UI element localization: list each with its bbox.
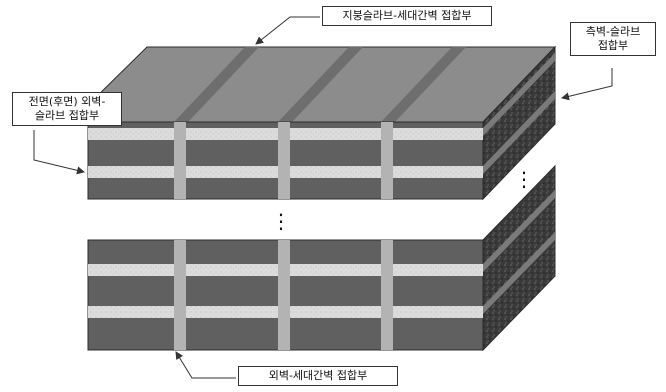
ellipsis-side: ⋮ bbox=[514, 167, 534, 191]
party-wall bbox=[174, 240, 186, 350]
leader-side-wall-slab bbox=[561, 68, 613, 101]
party-wall bbox=[278, 122, 290, 199]
label-roof-party-wall-text: 지붕슬라브-세대간벽 접합부 bbox=[342, 9, 472, 22]
label-side-wall-slab-line2: 접합부 bbox=[597, 39, 629, 52]
label-front-wall-slab: 전면(후면) 외벽- 슬라브 접합부 bbox=[12, 92, 122, 126]
lower-block bbox=[87, 164, 556, 352]
party-wall bbox=[381, 240, 393, 350]
label-front-wall-slab-line2: 슬라브 접합부 bbox=[34, 109, 100, 122]
party-wall bbox=[278, 240, 290, 350]
party-wall bbox=[174, 122, 186, 199]
side-slab-band bbox=[483, 53, 555, 136]
label-side-wall-slab: 측벽-슬라브 접합부 bbox=[570, 22, 656, 56]
label-roof-party-wall: 지붕슬라브-세대간벽 접합부 bbox=[322, 6, 492, 26]
label-side-wall-slab-line1: 측벽-슬라브 bbox=[585, 25, 641, 38]
leader-front-wall-slab bbox=[33, 130, 85, 175]
label-front-wall-slab-line1: 전면(후면) 외벽- bbox=[28, 95, 106, 108]
roof-party-wall-stripe bbox=[381, 47, 466, 122]
upper-block bbox=[87, 45, 557, 201]
party-wall bbox=[381, 122, 393, 199]
label-exterior-party-wall-text: 외벽-세대간벽 접합부 bbox=[268, 369, 368, 382]
roof-party-wall-stripe bbox=[278, 47, 363, 122]
side-slab-band bbox=[483, 91, 555, 174]
leader-exterior-party-wall bbox=[175, 351, 236, 379]
leader-roof-party-wall bbox=[255, 16, 320, 45]
ellipsis-middle: ⋮ bbox=[271, 209, 291, 233]
side-slab-band bbox=[483, 232, 555, 314]
label-exterior-party-wall: 외벽-세대간벽 접합부 bbox=[238, 366, 398, 386]
roof-party-wall-stripe bbox=[174, 47, 259, 122]
side-slab-band bbox=[483, 190, 555, 272]
